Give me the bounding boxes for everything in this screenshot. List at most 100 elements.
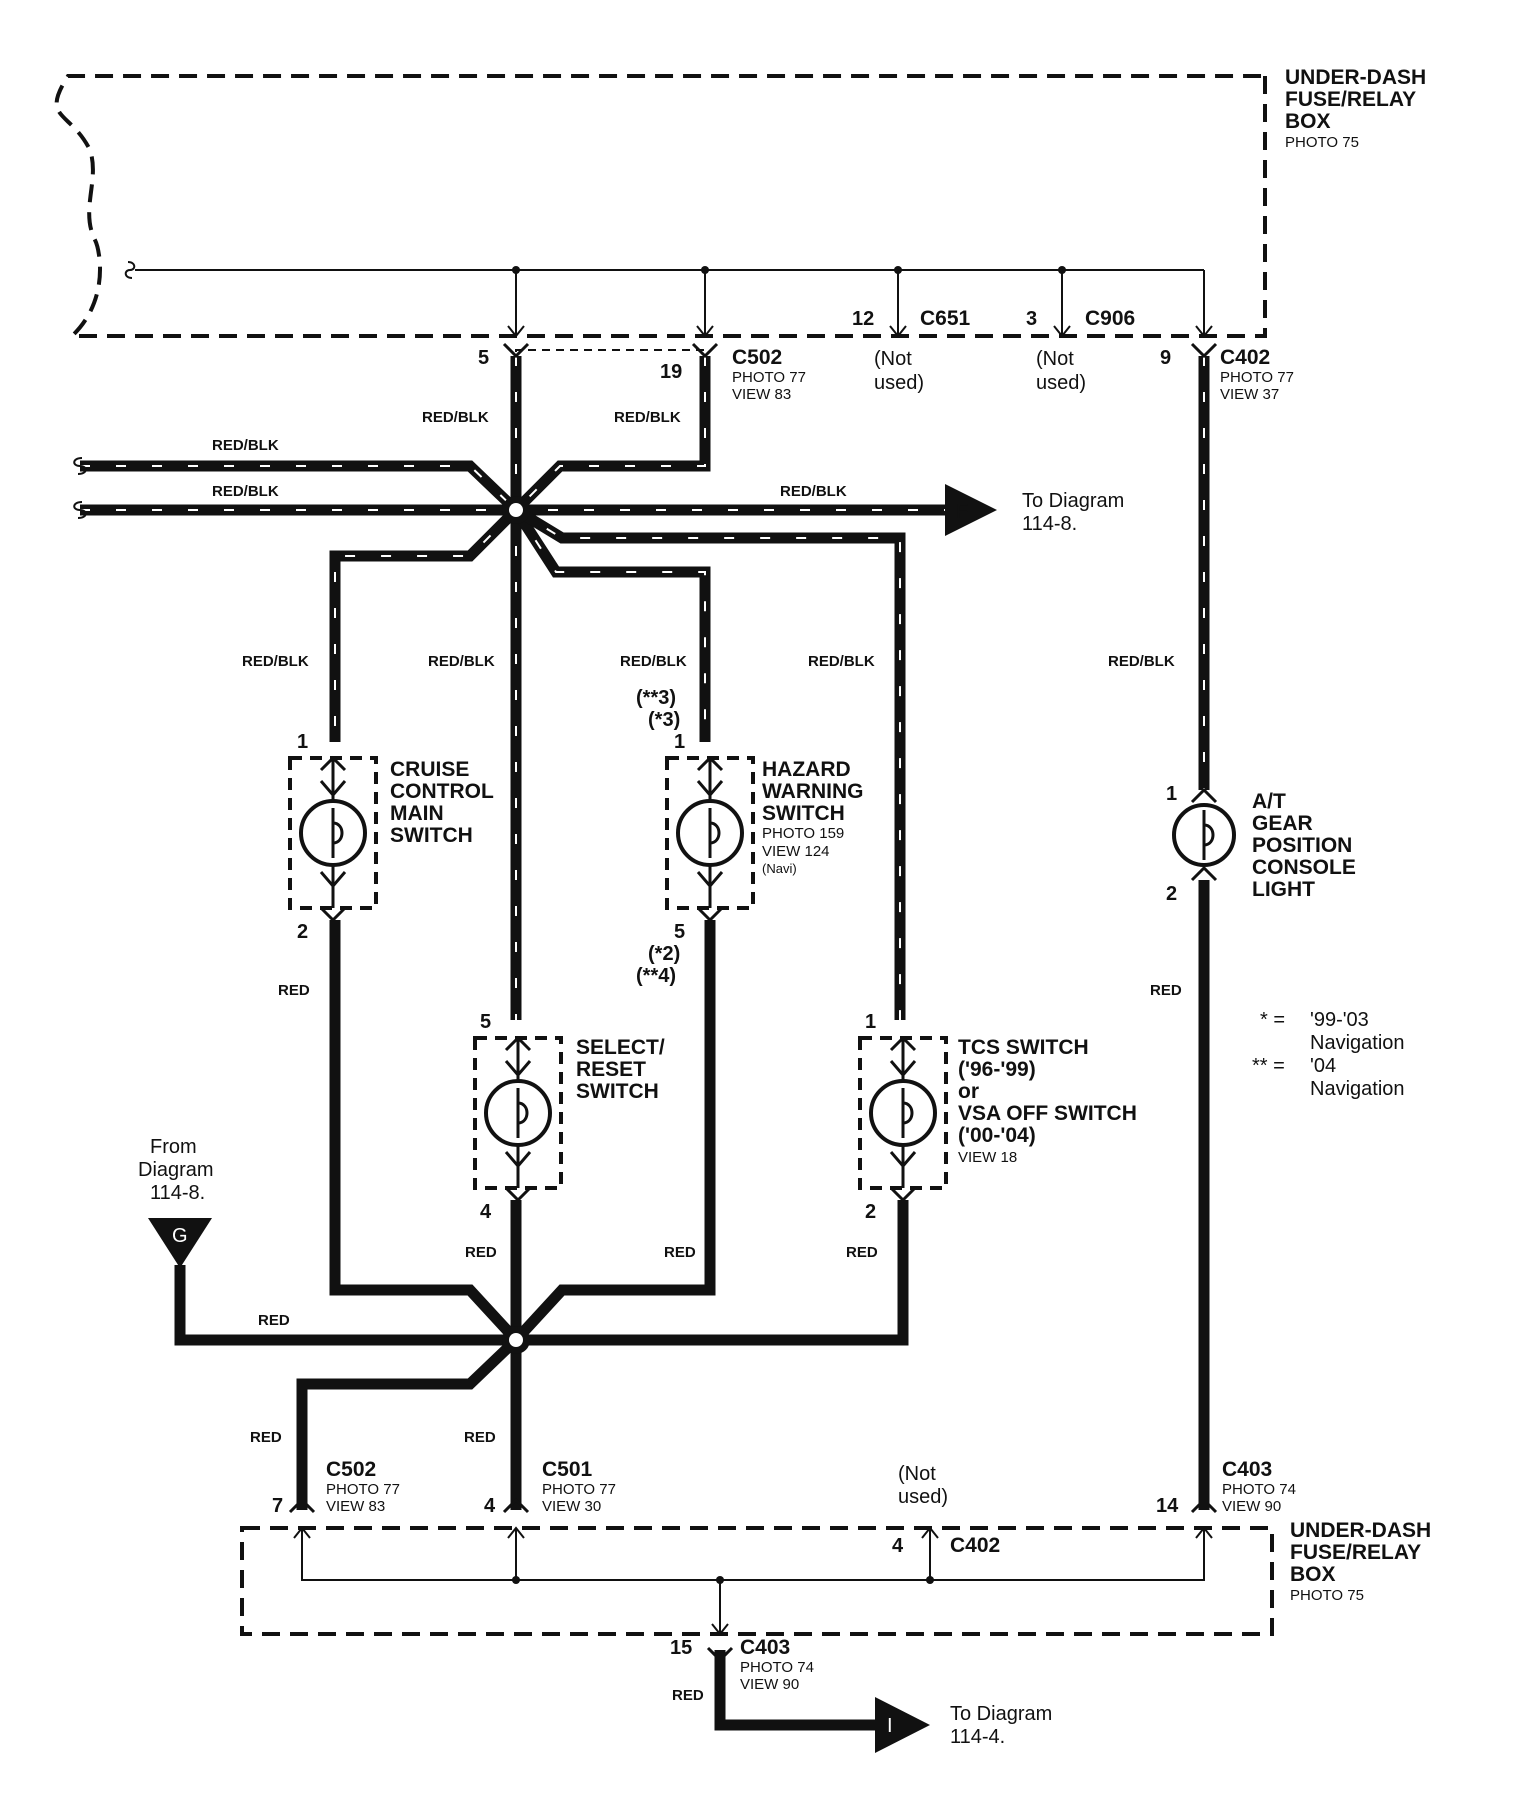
svg-text:F: F — [956, 501, 968, 523]
svg-text:C402: C402 — [950, 1534, 1000, 1557]
svg-text:('00-'04): ('00-'04) — [958, 1124, 1036, 1147]
svg-text:4: 4 — [484, 1495, 496, 1517]
svg-text:SWITCH: SWITCH — [576, 1080, 659, 1103]
svg-text:(Navi): (Navi) — [762, 861, 797, 876]
pin-12: 12 — [852, 308, 874, 330]
svg-text:5: 5 — [480, 1011, 491, 1033]
svg-text:2: 2 — [1166, 883, 1177, 905]
tcs-vsa-switch: 1 2 TCS SWITCH ('96-'99) or VSA OFF SWIT… — [858, 1011, 1137, 1223]
svg-text:* =: * = — [1260, 1009, 1285, 1031]
svg-text:'04: '04 — [1310, 1055, 1336, 1077]
svg-text:RED/BLK: RED/BLK — [620, 653, 687, 670]
bottom-connector-labels: 7 C502 PHOTO 77 VIEW 83 4 C501 PHOTO 77 … — [272, 1458, 1296, 1693]
legend: * = '99-'03 Navigation ** = '04 Navigati… — [1252, 1009, 1405, 1100]
cruise-control-main-switch: 1 2 CRUISE CONTROL MAIN SWITCH — [288, 731, 494, 943]
svg-text:1: 1 — [865, 1011, 876, 1033]
top-fuse-relay-box: UNDER-DASH FUSE/RELAY BOX PHOTO 75 — [54, 66, 1426, 338]
svg-text:4: 4 — [480, 1201, 492, 1223]
pin-19: 19 — [660, 361, 682, 383]
svg-text:(*2): (*2) — [648, 943, 680, 965]
svg-text:VIEW 83: VIEW 83 — [326, 1498, 385, 1515]
svg-text:or: or — [958, 1080, 979, 1103]
svg-text:15: 15 — [670, 1637, 692, 1659]
svg-text:C501: C501 — [542, 1458, 593, 1481]
svg-text:RED/BLK: RED/BLK — [808, 653, 875, 670]
svg-text:SWITCH: SWITCH — [390, 824, 473, 847]
svg-text:VSA OFF SWITCH: VSA OFF SWITCH — [958, 1102, 1137, 1125]
svg-text:(*3): (*3) — [648, 709, 680, 731]
svg-text:RED: RED — [258, 1312, 290, 1329]
c651-note-1: (Not — [874, 348, 912, 370]
svg-text:RED: RED — [250, 1429, 282, 1446]
svg-text:RED/BLK: RED/BLK — [614, 409, 681, 426]
c502-top-name: C502 — [732, 346, 782, 369]
svg-text:Navigation: Navigation — [1310, 1032, 1405, 1054]
svg-text:CONTROL: CONTROL — [390, 780, 494, 803]
svg-text:MAIN: MAIN — [390, 802, 444, 825]
svg-text:VIEW 30: VIEW 30 — [542, 1498, 601, 1515]
svg-text:'99-'03: '99-'03 — [1310, 1009, 1369, 1031]
red-wires — [174, 880, 1218, 1731]
svg-text:CRUISE: CRUISE — [390, 758, 469, 781]
svg-text:5: 5 — [674, 921, 685, 943]
svg-text:PHOTO 77: PHOTO 77 — [326, 1481, 400, 1498]
svg-text:RED/BLK: RED/BLK — [780, 483, 847, 500]
svg-text:114-8.: 114-8. — [1022, 513, 1077, 535]
svg-text:PHOTO 74: PHOTO 74 — [740, 1659, 814, 1676]
svg-text:Navigation: Navigation — [1310, 1078, 1405, 1100]
svg-text:RED: RED — [278, 982, 310, 999]
svg-text:To Diagram: To Diagram — [950, 1703, 1052, 1725]
svg-text:FUSE/RELAY: FUSE/RELAY — [1290, 1541, 1421, 1564]
svg-text:RED/BLK: RED/BLK — [422, 409, 489, 426]
svg-text:1: 1 — [1166, 783, 1177, 805]
svg-text:FUSE/RELAY: FUSE/RELAY — [1285, 88, 1416, 111]
pin-3: 3 — [1026, 308, 1037, 330]
pin-9: 9 — [1160, 347, 1171, 369]
top-connector-labels: 5 19 C502 PHOTO 77 VIEW 83 12 C651 (Not … — [478, 307, 1294, 403]
off-page-connector-g: G From Diagram 114-8. — [138, 1136, 214, 1268]
svg-text:RED: RED — [672, 1687, 704, 1704]
svg-text:RESET: RESET — [576, 1058, 646, 1081]
svg-text:G: G — [172, 1225, 188, 1247]
svg-text:PHOTO 74: PHOTO 74 — [1222, 1481, 1296, 1498]
svg-text:Diagram: Diagram — [138, 1159, 214, 1181]
svg-text:BOX: BOX — [1285, 110, 1331, 133]
svg-text:('96-'99): ('96-'99) — [958, 1058, 1036, 1081]
svg-text:SWITCH: SWITCH — [762, 802, 845, 825]
select-reset-switch: 5 4 SELECT/ RESET SWITCH — [473, 1011, 665, 1223]
c651-note-2: used) — [874, 372, 924, 394]
svg-text:WARNING: WARNING — [762, 780, 864, 803]
svg-text:RED/BLK: RED/BLK — [212, 437, 279, 454]
svg-text:TCS SWITCH: TCS SWITCH — [958, 1036, 1089, 1059]
c906-note-1: (Not — [1036, 348, 1074, 370]
svg-text:POSITION: POSITION — [1252, 834, 1352, 857]
svg-text:RED: RED — [464, 1429, 496, 1446]
svg-text:To Diagram: To Diagram — [1022, 490, 1124, 512]
red-blk-harness — [73, 342, 1218, 1020]
off-page-connector-i: I To Diagram 114-4. — [875, 1697, 1052, 1753]
svg-text:C502: C502 — [326, 1458, 376, 1481]
top-box-title-3: BOX — [1285, 110, 1331, 133]
svg-text:UNDER-DASH: UNDER-DASH — [1290, 1519, 1431, 1542]
bottom-fuse-relay-box: UNDER-DASH FUSE/RELAY BOX PHOTO 75 — [240, 1519, 1431, 1636]
c402-top-view: VIEW 37 — [1220, 386, 1279, 403]
svg-text:GEAR: GEAR — [1252, 812, 1313, 835]
c906-name: C906 — [1085, 307, 1135, 330]
red-blk-labels: RED/BLK RED/BLK RED/BLK RED/BLK RED/BLK … — [212, 409, 1175, 670]
red-labels: RED RED RED RED RED RED RED RED RED — [250, 982, 1182, 1704]
off-page-connector-f: F To Diagram 114-8. — [945, 484, 1124, 536]
svg-text:BOX: BOX — [1290, 1563, 1336, 1586]
svg-text:PHOTO 159: PHOTO 159 — [762, 825, 844, 842]
top-box-photo: PHOTO 75 — [1285, 134, 1359, 151]
svg-text:1: 1 — [674, 731, 685, 753]
svg-text:PHOTO 77: PHOTO 77 — [542, 1481, 616, 1498]
svg-text:SELECT/: SELECT/ — [576, 1036, 665, 1059]
svg-text:RED: RED — [1150, 982, 1182, 999]
svg-text:7: 7 — [272, 1495, 283, 1517]
svg-text:RED/BLK: RED/BLK — [212, 483, 279, 500]
svg-text:UNDER-DASH: UNDER-DASH — [1285, 66, 1426, 89]
svg-text:HAZARD: HAZARD — [762, 758, 851, 781]
top-box-title-2: FUSE/RELAY — [1285, 88, 1416, 111]
svg-text:114-8.: 114-8. — [150, 1182, 205, 1204]
